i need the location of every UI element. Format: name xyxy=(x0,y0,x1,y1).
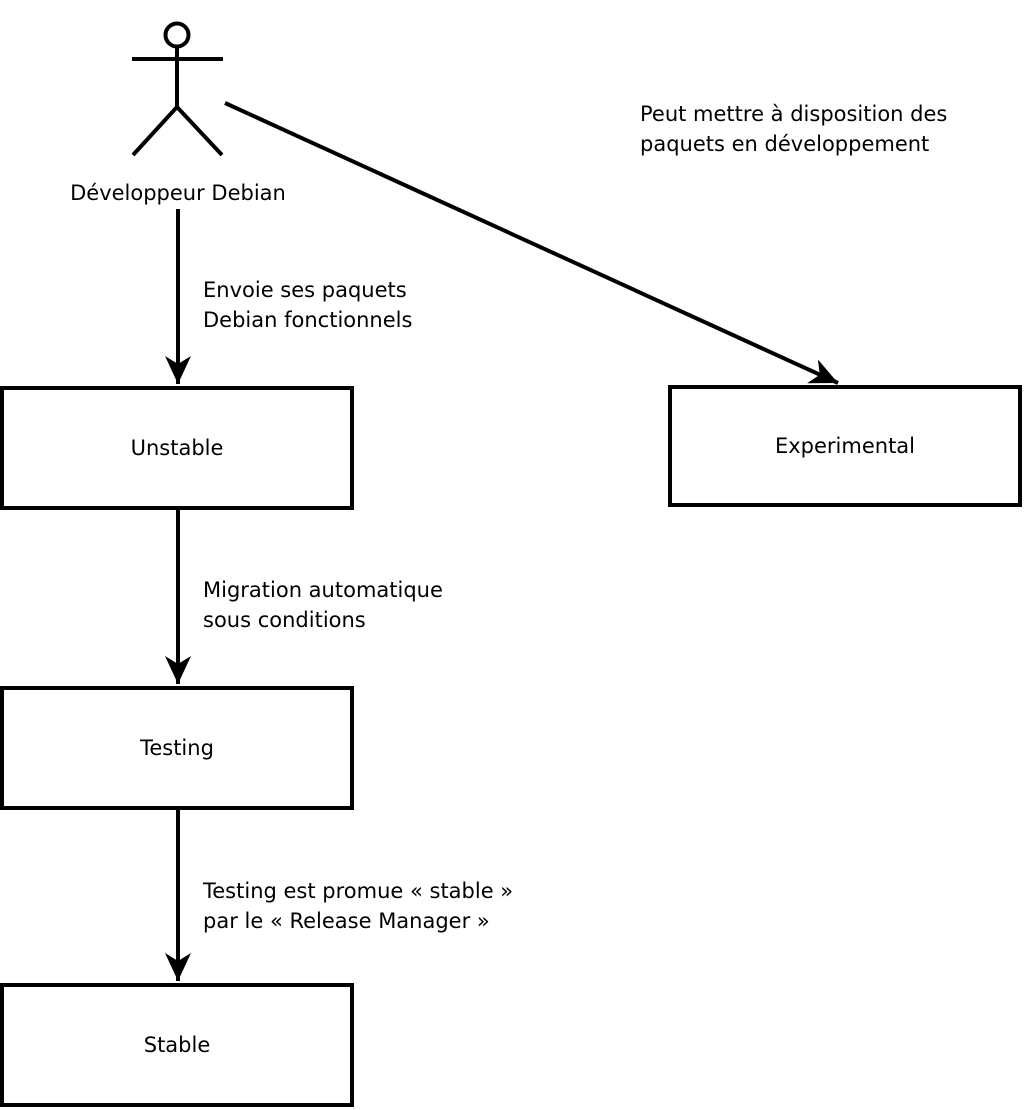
node-unstable-label: Unstable xyxy=(130,436,224,460)
edge-label-line: Testing est promue « stable » xyxy=(203,879,514,903)
node-experimental: Experimental xyxy=(668,385,1022,507)
node-stable: Stable xyxy=(0,983,354,1107)
arrow-developer-to-experimental xyxy=(224,101,839,385)
edge-label-line: par le « Release Manager » xyxy=(203,909,490,933)
edge-label-testing-to-stable: Testing est promue « stable » par le « R… xyxy=(203,876,513,936)
node-unstable: Unstable xyxy=(0,386,354,510)
node-stable-label: Stable xyxy=(143,1033,211,1057)
actor-left-leg xyxy=(131,105,179,157)
edge-label-line: Envoie ses paquets xyxy=(203,278,407,302)
edge-label-developer-to-unstable: Envoie ses paquets Debian fonctionnels xyxy=(203,275,412,335)
node-testing-label: Testing xyxy=(140,736,214,760)
edge-label-developer-to-experimental: Peut mettre à disposition des paquets en… xyxy=(640,99,947,159)
edge-label-line: sous conditions xyxy=(203,608,366,632)
edge-label-line: paquets en développement xyxy=(640,132,930,156)
edge-label-unstable-to-testing: Migration automatique sous conditions xyxy=(203,575,443,635)
edge-label-line: Peut mettre à disposition des xyxy=(640,102,948,126)
node-testing: Testing xyxy=(0,686,354,810)
edge-label-line: Debian fonctionnels xyxy=(203,308,413,332)
actor-label: Développeur Debian xyxy=(70,181,286,205)
edge-label-line: Migration automatique xyxy=(203,578,443,602)
actor-right-leg xyxy=(175,105,224,157)
developer-actor-icon xyxy=(131,21,224,157)
node-experimental-label: Experimental xyxy=(774,434,916,458)
actor-head xyxy=(163,21,191,49)
